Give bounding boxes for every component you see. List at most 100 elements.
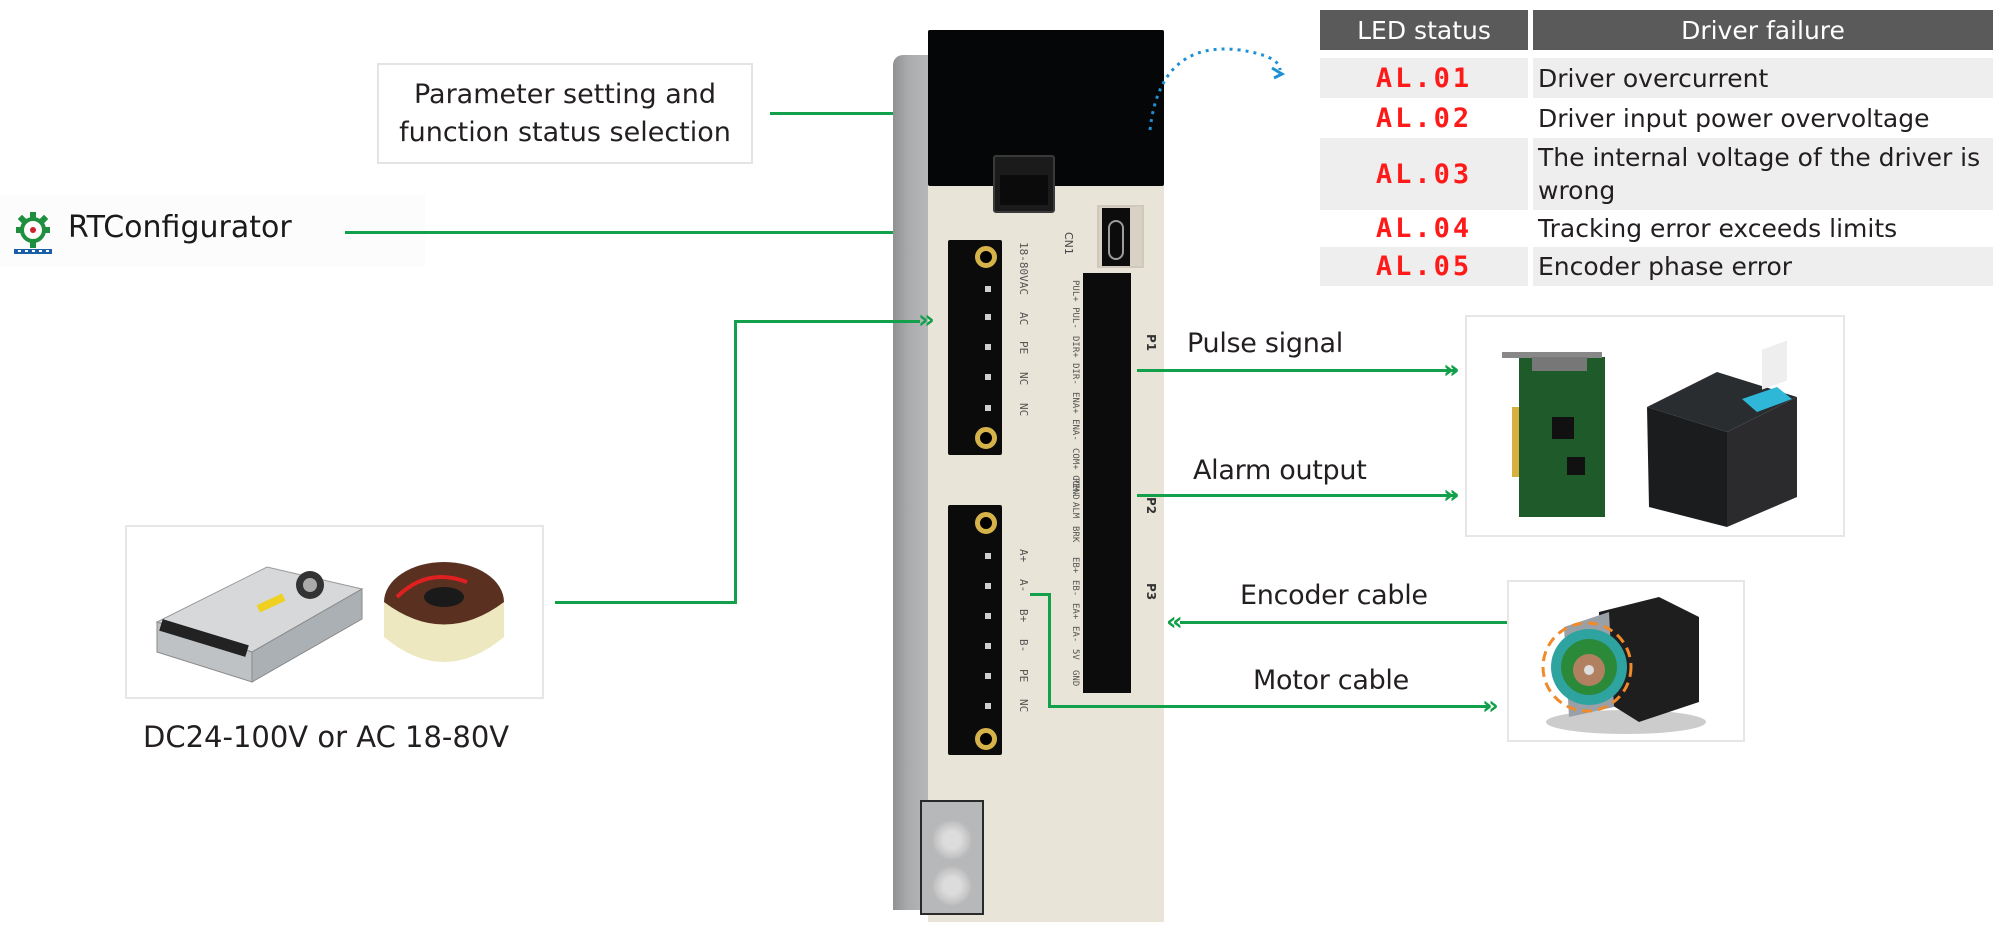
terminal-screw-icon xyxy=(975,427,997,449)
callout-dotted-arrow-icon xyxy=(1148,47,1286,131)
power-pin-label: NC xyxy=(1017,372,1030,386)
driver-heatsink-side xyxy=(893,55,931,910)
ground-screw-icon[interactable] xyxy=(932,820,972,860)
parameter-callout-line1: Parameter setting and xyxy=(413,78,717,110)
p3-pin-label: EA+ xyxy=(1070,603,1080,620)
port-label-p1: P1 xyxy=(1144,334,1158,352)
power-pin-label: AC xyxy=(1017,312,1030,326)
pulse-signal-line xyxy=(1137,369,1455,372)
power-supply-images xyxy=(125,525,544,699)
motor-pin-label: A+ xyxy=(1017,549,1030,563)
led-code: AL.01 xyxy=(1375,62,1473,94)
configurator-connector-line xyxy=(345,231,1049,234)
p3-pin-label: GND xyxy=(1070,670,1080,687)
motor-pin-label: A- xyxy=(1017,579,1030,593)
fault-code-table: LED status Driver failure AL.01 Driver o… xyxy=(1320,10,1993,290)
table-column-divider xyxy=(1528,10,1533,286)
terminal-pin xyxy=(985,553,991,559)
terminal-screw-icon xyxy=(975,728,997,750)
power-pin-label: 18-80VAC xyxy=(1017,242,1030,295)
terminal-pin xyxy=(985,583,991,589)
failure-description: Driver input power overvoltage xyxy=(1538,103,1930,133)
motor-cable-line xyxy=(1048,705,1490,708)
power-connector-line xyxy=(555,601,737,604)
encoder-arrow-icon: « xyxy=(1166,607,1183,637)
power-arrow-icon: » xyxy=(918,305,935,335)
table-row xyxy=(1320,210,1993,247)
motion-control-card-icon xyxy=(1502,352,1605,517)
power-input-caption: DC24-100V or AC 18-80V xyxy=(143,720,510,754)
table-header-led-status: LED status xyxy=(1320,10,1528,50)
pulse-signal-label: Pulse signal xyxy=(1187,328,1343,359)
parameter-callout-line2: function status selection xyxy=(399,116,731,148)
table-row xyxy=(1320,58,1993,98)
motor-pin-label: NC xyxy=(1017,699,1030,713)
power-terminal-block[interactable] xyxy=(948,240,1002,455)
p3-pin-label: EA- xyxy=(1070,626,1080,643)
usb-port-slot xyxy=(1108,220,1124,260)
motor-pin-label: B+ xyxy=(1017,609,1030,623)
p2-pin-label: ALM xyxy=(1070,502,1080,519)
configurator-label[interactable]: RTConfigurator xyxy=(68,210,292,245)
driver-panel-cover-recess xyxy=(1000,175,1048,205)
ground-screw-icon[interactable] xyxy=(932,866,972,906)
motor-pin-label: B- xyxy=(1017,639,1030,653)
parameter-setting-callout: Parameter setting and function status se… xyxy=(377,63,753,164)
power-pin-label: NC xyxy=(1017,403,1030,417)
table-row xyxy=(1320,98,1993,138)
p2-pin-label: BRK xyxy=(1070,526,1080,543)
motor-cable-label: Motor cable xyxy=(1253,665,1409,696)
table-row xyxy=(1320,138,1993,210)
alarm-output-label: Alarm output xyxy=(1193,455,1367,486)
led-code: AL.03 xyxy=(1375,158,1473,190)
configurator-gear-icon xyxy=(8,208,58,258)
led-code: AL.02 xyxy=(1375,102,1473,134)
terminal-pin xyxy=(985,374,991,380)
failure-description: Encoder phase error xyxy=(1538,252,1793,281)
controller-images xyxy=(1465,315,1845,537)
terminal-pin xyxy=(985,405,991,411)
parameter-connector-line xyxy=(770,112,966,115)
signal-connector-strip[interactable] xyxy=(1083,273,1131,693)
terminal-pin xyxy=(985,314,991,320)
table-row xyxy=(1320,247,1993,286)
power-connector-riser xyxy=(734,320,737,604)
power-connector-top xyxy=(734,320,920,323)
led-code: AL.04 xyxy=(1375,213,1473,244)
motor-arrow-icon: » xyxy=(1482,691,1499,721)
motor-terminal-block[interactable] xyxy=(948,505,1002,755)
motor-pin-label: PE xyxy=(1017,669,1030,683)
servo-motor-image xyxy=(1507,580,1745,742)
encoder-cable-label: Encoder cable xyxy=(1240,580,1428,611)
terminal-pin xyxy=(985,703,991,709)
p1-pin-label: PUL+ PUL- xyxy=(1070,280,1080,329)
p1-pin-label: DIR+ DIR- xyxy=(1070,336,1080,385)
failure-description: Driver overcurrent xyxy=(1538,63,1769,93)
alarm-output-line xyxy=(1137,494,1455,497)
alarm-arrow-icon: » xyxy=(1443,480,1460,510)
p2-pin-label: PEND xyxy=(1070,478,1080,500)
motor-cable-drop xyxy=(1048,593,1051,708)
table-header-driver-failure: Driver failure xyxy=(1533,10,1993,50)
usb-port-label: CN1 xyxy=(1062,232,1075,255)
terminal-screw-icon xyxy=(975,246,997,268)
p3-pin-label: EB- xyxy=(1070,580,1080,597)
pulse-arrow-icon: » xyxy=(1443,355,1460,385)
p1-pin-label: ENA+ ENA- xyxy=(1070,392,1080,441)
terminal-pin xyxy=(985,613,991,619)
servo-motor-icon xyxy=(1541,597,1706,734)
led-code: AL.05 xyxy=(1375,251,1473,282)
terminal-pin xyxy=(985,673,991,679)
terminal-pin xyxy=(985,643,991,649)
p3-pin-label: EB+ xyxy=(1070,557,1080,574)
port-label-p3: P3 xyxy=(1144,583,1158,601)
terminal-screw-icon xyxy=(975,512,997,534)
motor-cable-stub xyxy=(1030,593,1050,596)
failure-description: Tracking error exceeds limits xyxy=(1538,214,1898,243)
plc-icon xyxy=(1647,340,1797,527)
p3-pin-label: 5V xyxy=(1070,649,1080,660)
port-label-p2: P2 xyxy=(1144,497,1158,515)
terminal-pin xyxy=(985,344,991,350)
terminal-pin xyxy=(985,286,991,292)
encoder-cable-line xyxy=(1180,621,1507,624)
